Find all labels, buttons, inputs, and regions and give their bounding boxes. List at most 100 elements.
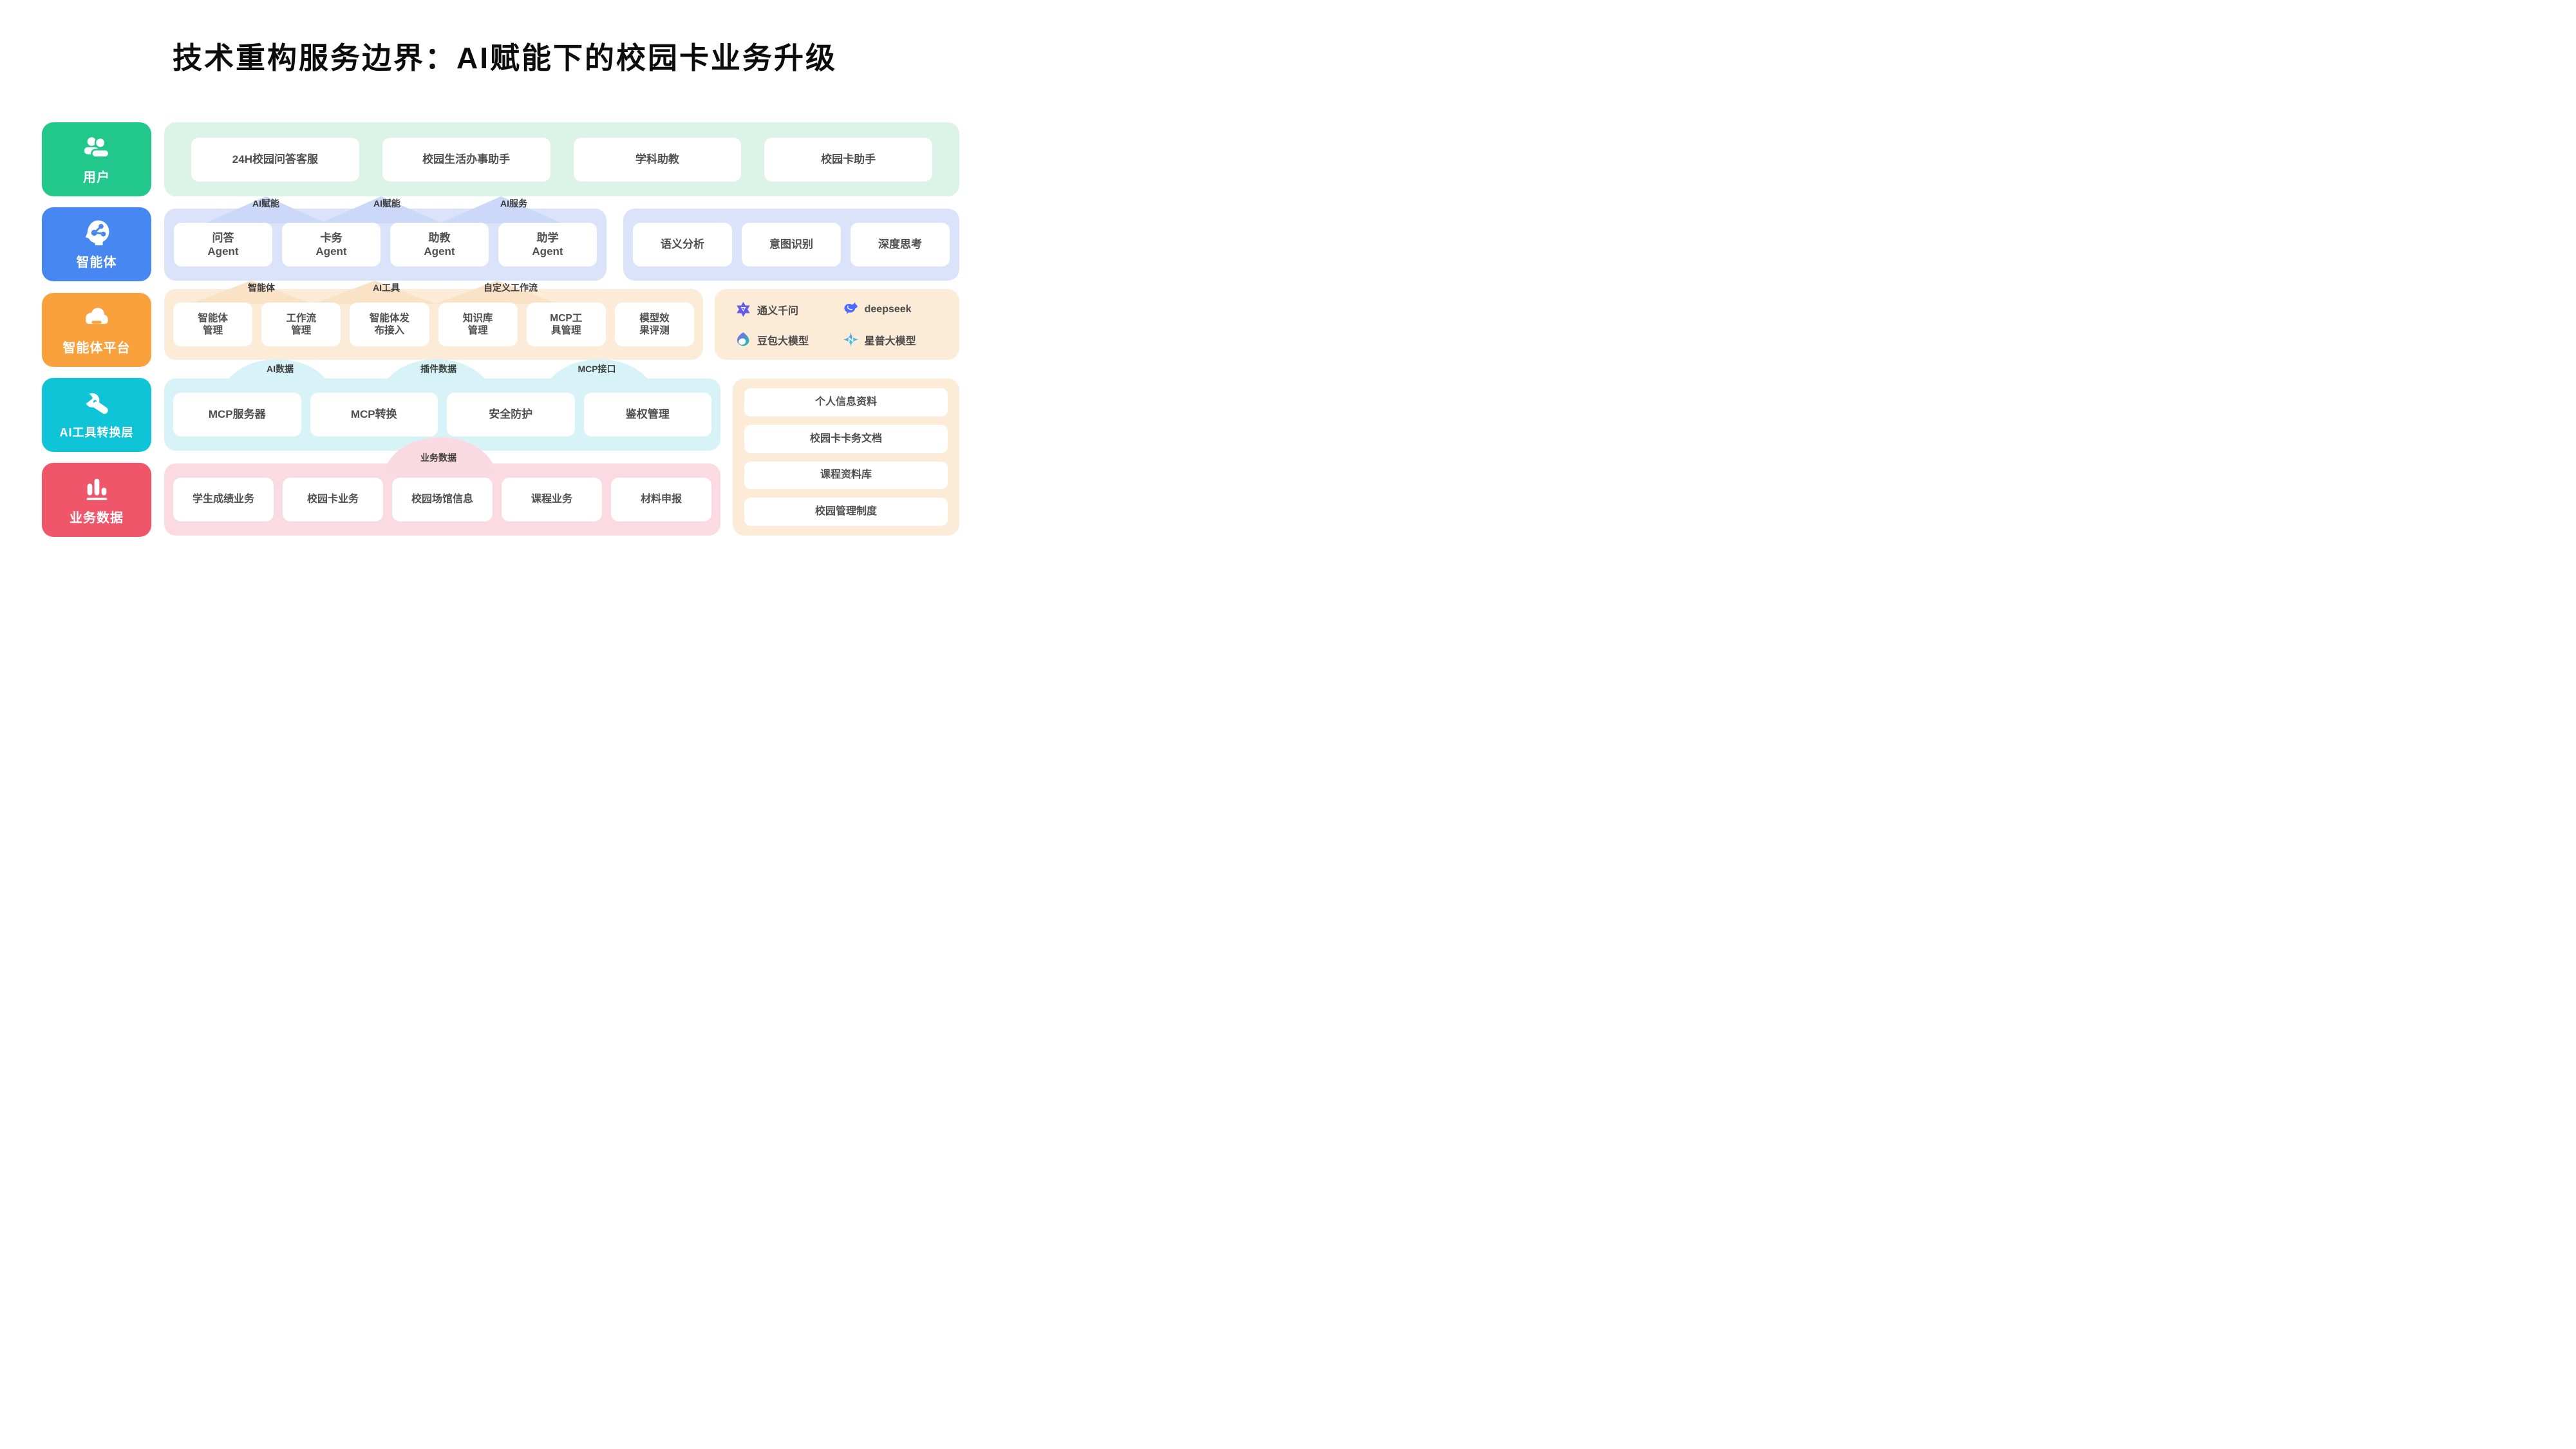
sidebar-item-label: 用户 — [83, 171, 110, 185]
mcp-box: 安全防护 — [447, 393, 575, 436]
platform-box: 知识库 管理 — [438, 303, 518, 346]
mcp-box: 鉴权管理 — [583, 393, 711, 436]
users-icon — [82, 133, 111, 163]
bar-chart-icon — [82, 474, 111, 503]
knowledge-box: 校园管理制度 — [744, 498, 948, 526]
platform-box-line1: 知识库 — [462, 312, 493, 324]
platform-box-line2: 布接入 — [374, 325, 405, 336]
platform-box: 智能体 管理 — [173, 303, 253, 346]
connector-label: 业务数据 — [420, 453, 456, 463]
model-item: 豆包大模型 — [735, 332, 809, 348]
agent-box: 助学 Agent — [498, 223, 597, 266]
doubao-icon — [735, 332, 751, 348]
agent-box-line2: Agent — [532, 245, 563, 257]
mcp-box: MCP服务器 — [173, 393, 301, 436]
arrow-up-ai-empower-1 — [205, 196, 327, 223]
platform-box: 模型效 果评测 — [614, 303, 695, 346]
agent-box: 助教 Agent — [390, 223, 489, 266]
connector-label: 智能体 — [248, 283, 275, 293]
knowledge-box: 个人信息资料 — [744, 388, 948, 416]
business-box: 校园场馆信息 — [392, 478, 493, 521]
xingpu-icon — [843, 332, 859, 348]
knowledge-box: 课程资料库 — [744, 461, 948, 490]
platform-box-line1: 模型效 — [639, 312, 670, 324]
model-provider-box: 通义千问 deepseek — [715, 289, 959, 360]
model-name: deepseek — [864, 303, 912, 315]
arrow-up-agent — [190, 281, 312, 304]
platform-box-line1: 智能体发 — [369, 312, 409, 324]
model-item: 通义千问 — [735, 301, 798, 317]
arrow-up-ai-tool — [314, 281, 436, 304]
user-service-box: 学科助教 — [573, 137, 742, 182]
sidebar-item-users: 用户 — [42, 122, 151, 196]
mcp-box: MCP转换 — [310, 393, 438, 436]
model-name: 星普大模型 — [864, 335, 916, 347]
capability-box: 意图识别 — [742, 223, 841, 266]
platform-box: 智能体发 布接入 — [350, 303, 429, 346]
agent-box-line1: 问答 — [212, 231, 234, 244]
model-item: deepseek — [843, 301, 912, 317]
platform-box-line2: 具管理 — [551, 325, 581, 336]
sidebar-item-platform: 智能体平台 — [42, 293, 151, 367]
business-box: 课程业务 — [502, 478, 602, 521]
knowledge-box: 校园卡卡务文档 — [744, 424, 948, 453]
platform-box-line1: MCP工 — [550, 312, 583, 324]
platform-box: MCP工 具管理 — [526, 303, 606, 346]
sidebar-item-label: 智能体平台 — [62, 341, 131, 355]
connector-label: AI数据 — [267, 364, 294, 374]
business-layer-band: 学生成绩业务 校园卡业务 校园场馆信息 课程业务 材料申报 — [164, 463, 720, 536]
arrow-up-custom-workflow — [436, 281, 558, 304]
user-service-box: 24H校园问答客服 — [191, 137, 359, 182]
agent-box-line2: Agent — [315, 245, 347, 257]
agent-box-line2: Agent — [424, 245, 455, 257]
platform-box-line1: 智能体 — [198, 312, 228, 324]
sidebar-item-agent: 智能体 — [42, 207, 151, 281]
connector-label: AI工具 — [373, 283, 400, 293]
business-box: 材料申报 — [611, 478, 711, 521]
diagram-canvas: 技术重构服务边界：AI赋能下的校园卡业务升级 用户 智能体 — [0, 0, 1010, 568]
agent-box: 卡务 Agent — [282, 223, 381, 266]
user-service-box: 校园生活办事助手 — [382, 137, 550, 182]
business-box: 校园卡业务 — [283, 478, 383, 521]
sidebar-item-ai-tool-layer: AI工具转换层 — [42, 378, 151, 452]
model-name: 豆包大模型 — [757, 335, 809, 347]
platform-box: 工作流 管理 — [261, 303, 341, 346]
wrench-icon — [82, 390, 111, 420]
cloud-icon — [82, 304, 111, 333]
sidebar-item-business-data: 业务数据 — [42, 463, 151, 537]
model-name: 通义千问 — [757, 305, 799, 317]
capability-box: 深度思考 — [851, 223, 950, 266]
platform-box-line2: 果评测 — [639, 325, 670, 336]
tongyi-qianwen-icon — [735, 301, 751, 317]
agent-box-line1: 助教 — [428, 231, 451, 244]
sidebar-item-label: 业务数据 — [70, 511, 124, 525]
platform-box-line2: 管理 — [291, 325, 312, 336]
platform-box-line2: 管理 — [467, 325, 488, 336]
sidebar-item-label: 智能体 — [76, 256, 117, 270]
model-item: 星普大模型 — [843, 332, 916, 348]
connector-label: 自定义工作流 — [484, 283, 538, 293]
connector-label: AI赋能 — [373, 198, 400, 209]
arrow-up-ai-empower-2 — [320, 196, 442, 223]
business-box: 学生成绩业务 — [173, 478, 274, 521]
user-layer-band: 24H校园问答客服 校园生活办事助手 学科助教 校园卡助手 — [164, 122, 959, 196]
page-title: 技术重构服务边界：AI赋能下的校园卡业务升级 — [173, 41, 837, 75]
arrow-up-ai-service — [440, 196, 562, 223]
connector-label: AI赋能 — [252, 198, 279, 209]
agent-box: 问答 Agent — [174, 223, 272, 266]
agent-head-icon — [82, 218, 111, 248]
connector-label: 插件数据 — [420, 364, 456, 374]
agent-box-line1: 助学 — [536, 231, 559, 244]
connector-label: MCP接口 — [578, 364, 616, 374]
agent-box-line2: Agent — [207, 245, 239, 257]
agent-box-line1: 卡务 — [320, 231, 343, 244]
platform-box-line1: 工作流 — [286, 312, 317, 324]
capability-box: 语义分析 — [633, 223, 732, 266]
sidebar-item-label: AI工具转换层 — [59, 425, 134, 439]
knowledge-base-panel: 个人信息资料 校园卡卡务文档 课程资料库 校园管理制度 — [733, 379, 959, 536]
platform-box-line2: 管理 — [203, 325, 223, 336]
ai-capability-band: 语义分析 意图识别 深度思考 — [623, 209, 959, 281]
user-service-box: 校园卡助手 — [764, 137, 932, 182]
deepseek-icon — [843, 301, 859, 317]
connector-label: AI服务 — [500, 198, 527, 209]
